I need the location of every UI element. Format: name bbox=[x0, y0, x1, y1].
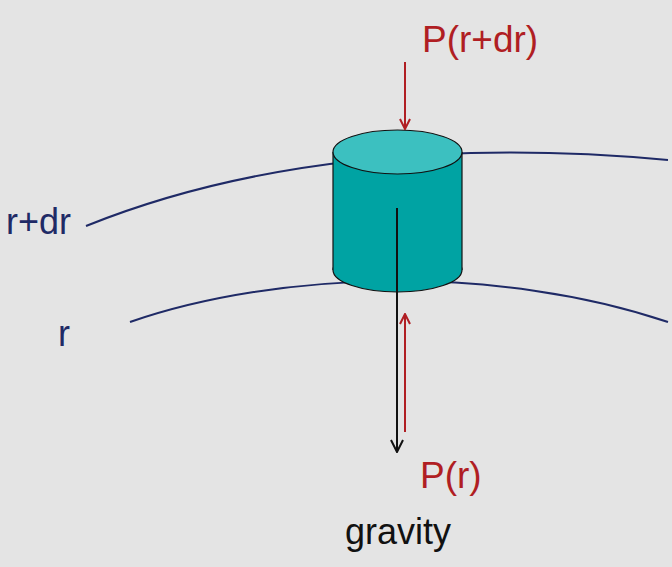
gravity-arrow bbox=[396, 208, 398, 452]
radius-label: r+dr bbox=[6, 202, 71, 242]
pressure-arrow-top bbox=[404, 62, 406, 129]
pressure-arrow-bottom bbox=[404, 314, 406, 432]
radius-label: r bbox=[58, 314, 70, 354]
force-label: gravity bbox=[345, 512, 451, 552]
pressure-label: P(r+dr) bbox=[422, 20, 538, 61]
pressure-label: P(r) bbox=[420, 456, 482, 497]
